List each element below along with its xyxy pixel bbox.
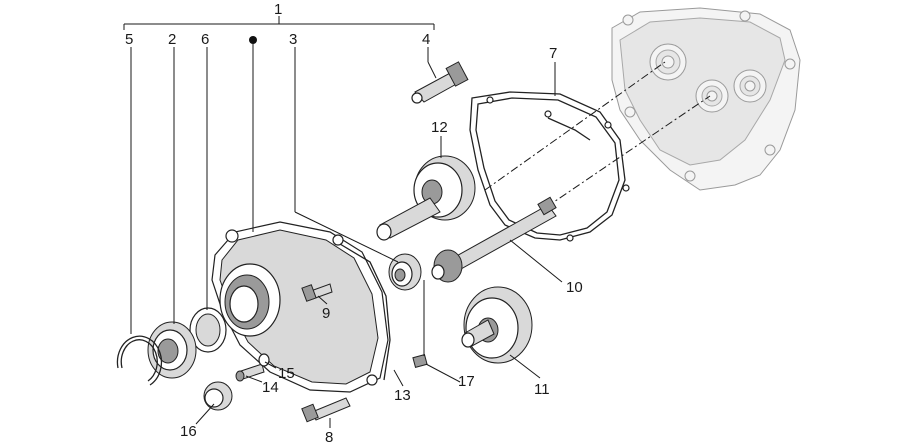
callout-15: 15: [278, 365, 295, 382]
callout-2: 2: [168, 31, 176, 48]
callout-1: 1: [274, 1, 282, 18]
bullet-dot-marker: [249, 36, 257, 44]
pin-4: [411, 61, 469, 104]
callout-6: 6: [201, 31, 209, 48]
callout-9: 9: [322, 305, 330, 322]
callout-10: 10: [566, 279, 583, 296]
callout-14: 14: [262, 379, 279, 396]
callout-17: 17: [458, 373, 475, 390]
callout-16: 16: [180, 423, 197, 440]
bearing-2: [147, 321, 197, 379]
oil-seal-6: [189, 307, 227, 353]
gear-shaft-12: [376, 155, 476, 241]
clip-17: [412, 354, 428, 368]
callout-12: 12: [431, 119, 448, 136]
screw-14: [235, 363, 265, 382]
callout-3: 3: [289, 31, 297, 48]
bolt-8: [301, 397, 351, 423]
callout-8: 8: [325, 429, 333, 445]
callout-11: 11: [534, 381, 550, 398]
gear-11: [461, 286, 533, 364]
cap-16: [203, 381, 233, 411]
gasket-7: [469, 91, 630, 242]
leader-lines: [123, 16, 563, 428]
circlip-5: [116, 335, 163, 386]
callout-13: 13: [394, 387, 411, 404]
main-shaft-10: [431, 196, 557, 283]
callout-labels: 1 5 2 6 3 4 7 12 10 9 15 14 13 17 11 16 …: [125, 1, 583, 445]
transmission-housing: [611, 7, 801, 191]
callout-4: 4: [422, 31, 430, 48]
callout-5: 5: [125, 31, 133, 48]
transmission-cover: [211, 221, 391, 393]
washer-15: [258, 353, 270, 367]
callout-7: 7: [549, 45, 557, 62]
bolt-9: [301, 283, 333, 302]
bearing-3: [388, 253, 422, 291]
